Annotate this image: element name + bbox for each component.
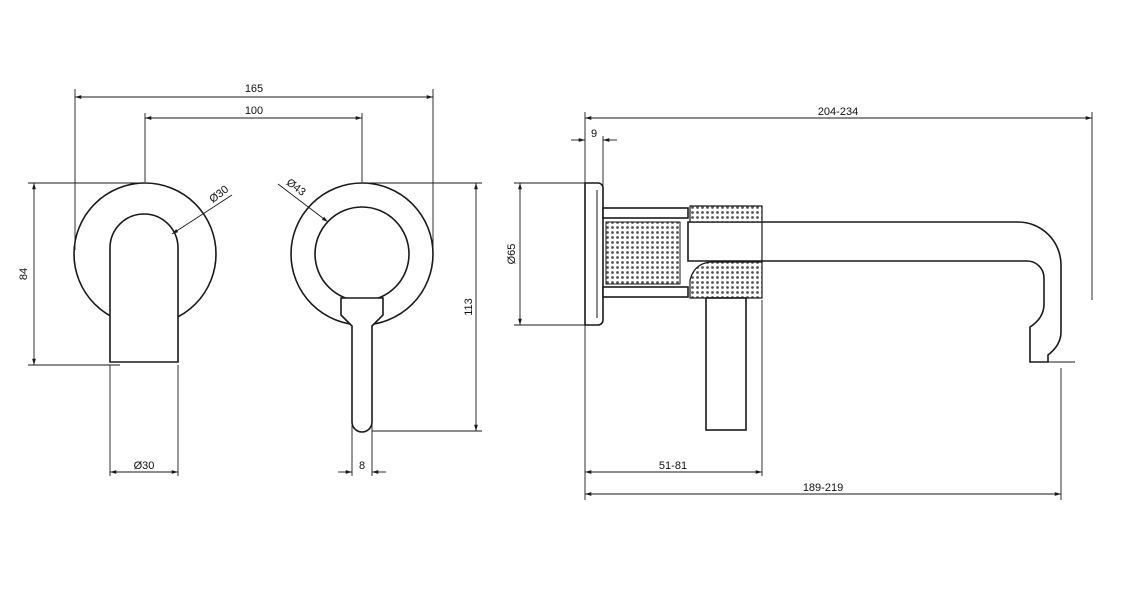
dim-165-label: 165 — [245, 83, 263, 95]
dim-dia65-label: Ø65 — [506, 244, 518, 265]
dim-8-label: 8 — [359, 460, 365, 472]
front-view-spout — [73, 182, 217, 363]
dimension-lines — [28, 89, 1093, 500]
dim-9-label: 9 — [591, 128, 597, 140]
side-knurled-body — [605, 221, 681, 285]
side-knurled-handle — [689, 205, 763, 299]
dim-189-219-label: 189-219 — [803, 482, 843, 494]
dim-204-234-label: 204-234 — [818, 106, 858, 118]
side-lower-rail — [602, 286, 689, 298]
dim-dia30-spout-label: Ø30 — [134, 460, 155, 472]
mixer-hub-circle — [314, 206, 410, 302]
side-upper-rail — [602, 207, 689, 219]
dim-113-label: 113 — [463, 298, 475, 316]
side-lever — [705, 297, 747, 431]
side-wall-plate — [584, 182, 604, 326]
dim-84-label: 84 — [18, 268, 30, 280]
dim-100-label: 100 — [245, 105, 263, 117]
side-spout-pipe — [687, 221, 1062, 363]
dim-51-81-label: 51-81 — [659, 460, 687, 472]
dim-dia30-plate-label: Ø30 — [207, 184, 231, 206]
front-view-mixer — [290, 182, 434, 433]
side-view — [584, 182, 1075, 431]
mixer-lever-front — [340, 297, 384, 433]
dim-dia43-label: Ø43 — [284, 177, 308, 199]
spout-body-front — [109, 213, 179, 363]
